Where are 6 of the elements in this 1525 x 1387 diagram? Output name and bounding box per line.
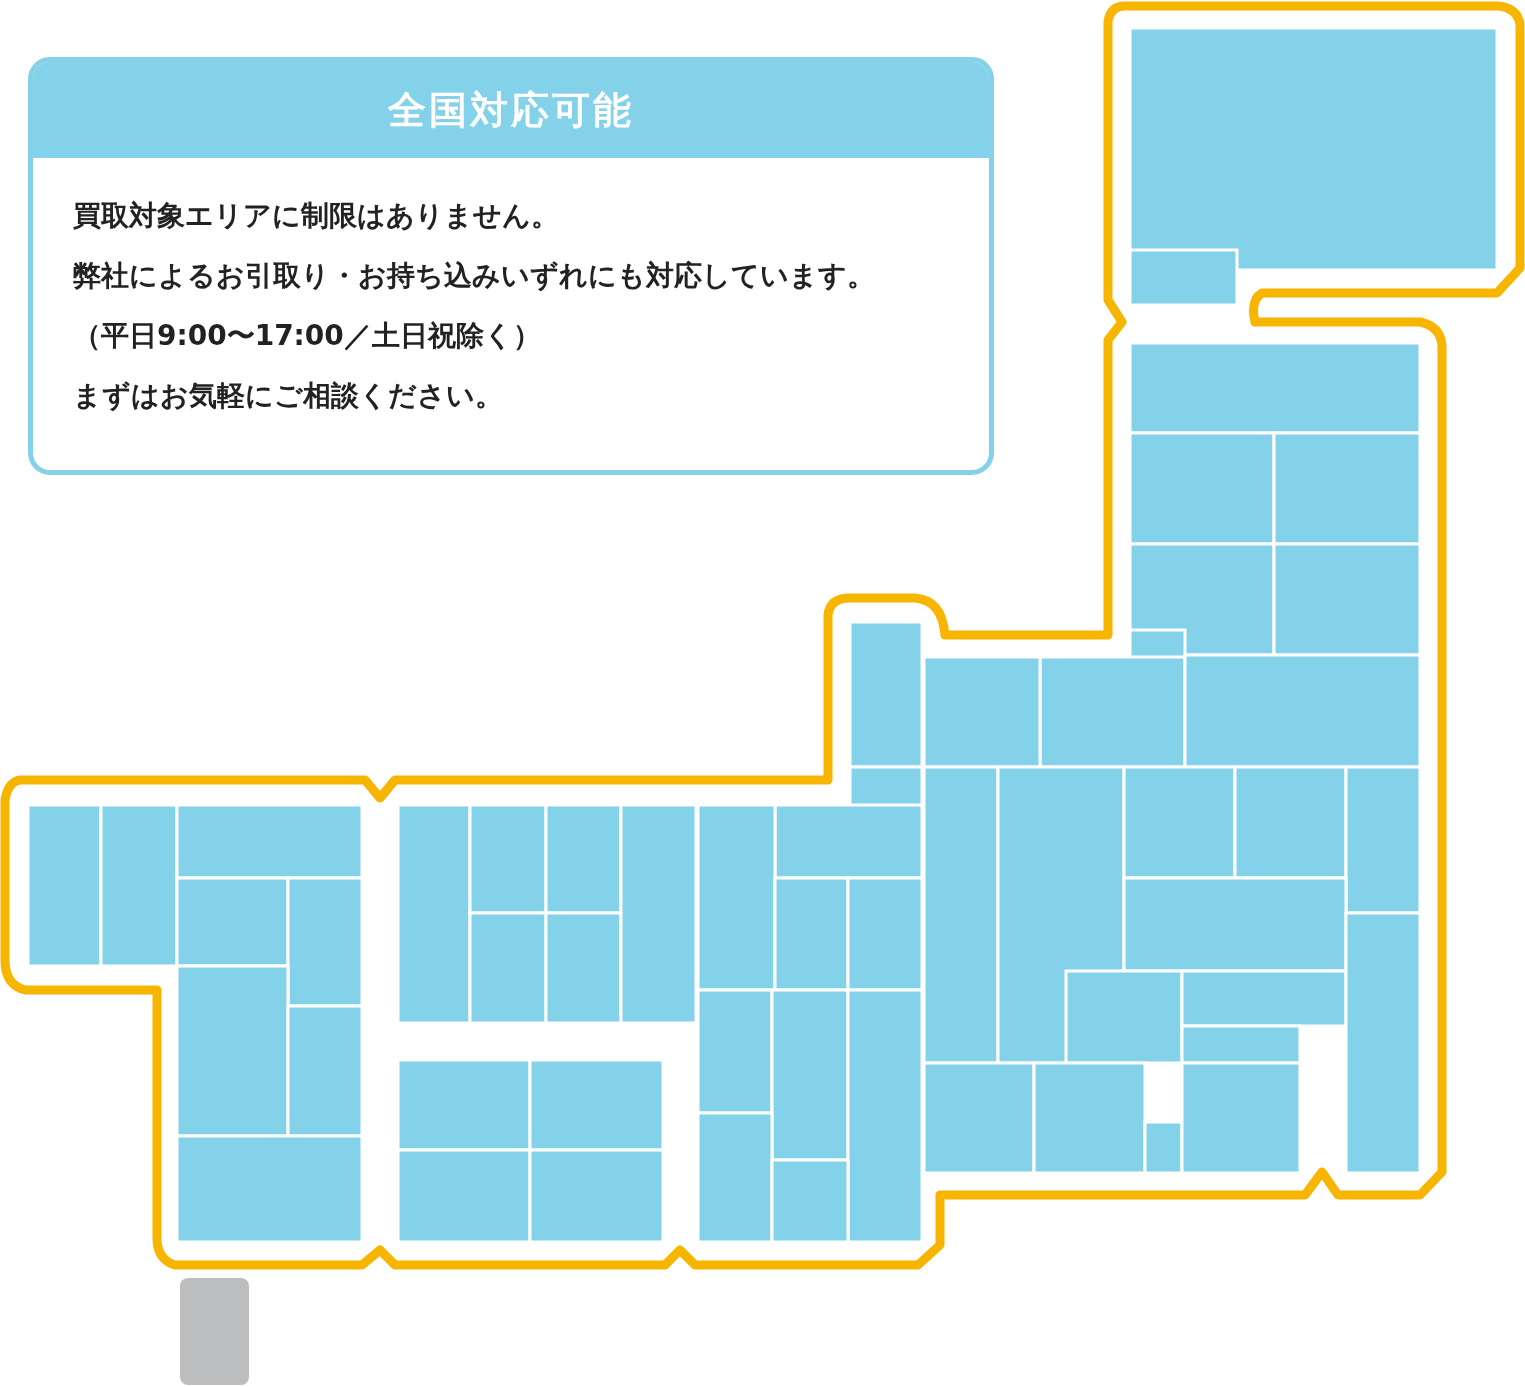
info-card xyxy=(28,57,994,475)
body-text: 買取対象エリアに制限はありません。 xyxy=(73,198,559,234)
body-text: （平日9:00〜17:00／土日祝除く） xyxy=(73,318,541,354)
body-text: 弊社によるお引取り・お持ち込みいずれにも対応しています。 xyxy=(73,258,875,294)
card-title: 全国対応可能 xyxy=(388,86,634,134)
body-text: まずはお気軽にご相談ください。 xyxy=(73,378,503,414)
